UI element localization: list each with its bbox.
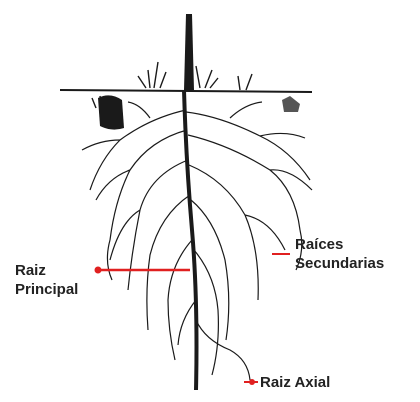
- label-raices-secundarias-line1: Raíces: [295, 235, 384, 254]
- label-raiz-axial-text: Raiz Axial: [260, 373, 330, 392]
- label-raiz-principal: Raiz Principal: [15, 261, 78, 299]
- label-raiz-principal-line2: Principal: [15, 280, 78, 299]
- dark-soil-clump-right: [282, 96, 300, 112]
- label-raices-secundarias-line2: Secundarias: [295, 254, 384, 273]
- dark-soil-clump-left: [98, 95, 124, 129]
- label-raiz-principal-line1: Raiz: [15, 261, 78, 280]
- principal-pointer-dot: [95, 267, 102, 274]
- axial-pointer-dot: [249, 379, 255, 385]
- stem: [184, 14, 194, 90]
- label-raiz-axial: Raiz Axial: [260, 373, 330, 392]
- label-raices-secundarias: Raíces Secundarias: [295, 235, 384, 273]
